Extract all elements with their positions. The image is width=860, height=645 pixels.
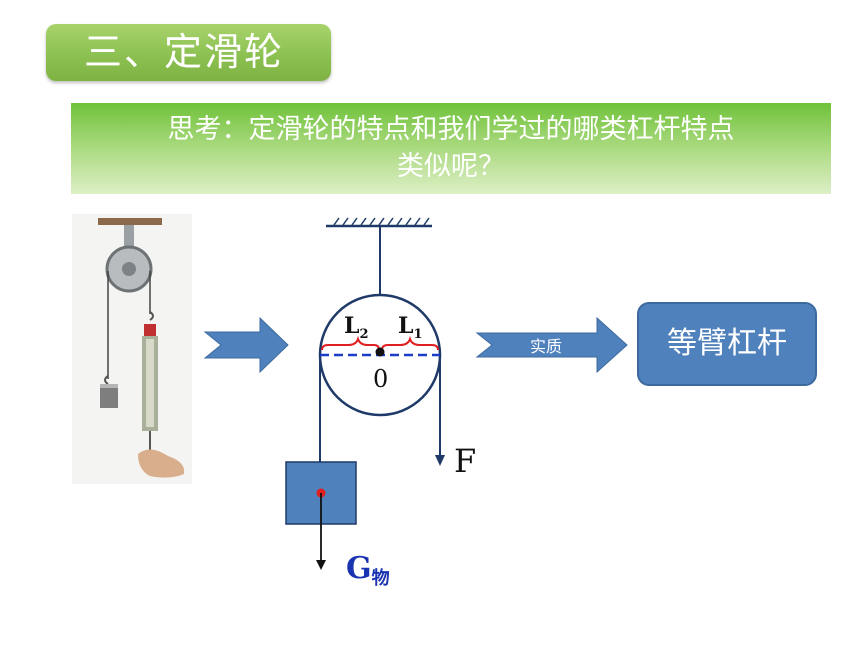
label-l1: L1	[398, 313, 423, 342]
result-box: 等臂杠杆	[637, 302, 817, 386]
gravity-arrowhead-icon	[316, 560, 326, 570]
weight-label: G物	[346, 551, 390, 589]
question-line-1: 思考：定滑轮的特点和我们学过的哪类杠杆特点	[167, 114, 735, 145]
force-arrowhead-icon	[435, 455, 445, 466]
question-banner: 思考：定滑轮的特点和我们学过的哪类杠杆特点 类似呢？	[71, 103, 831, 194]
brace-l2	[321, 335, 380, 351]
slide-title: 三、定滑轮	[46, 24, 331, 81]
pivot-point	[375, 347, 385, 357]
label-l2: L2	[344, 313, 369, 342]
force-label: F	[454, 442, 476, 480]
brace-l1	[381, 335, 439, 351]
essence-label: 实质	[530, 337, 562, 356]
pulley-apparatus-photo	[72, 214, 192, 484]
left-arrow-icon	[203, 316, 289, 374]
question-line-2: 类似呢？	[397, 151, 505, 182]
ceiling-support	[326, 217, 432, 228]
pivot-label: 0	[373, 365, 388, 393]
essence-arrow-icon	[475, 316, 628, 374]
